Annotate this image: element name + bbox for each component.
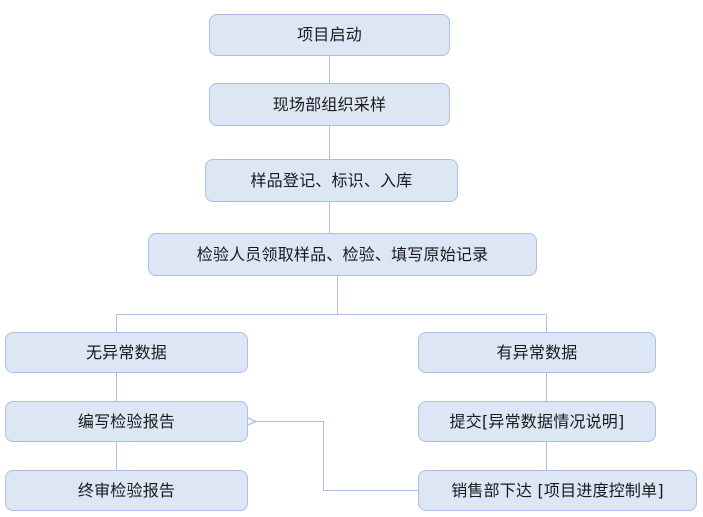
node-no-anomaly-label: 无异常数据 <box>85 342 167 362</box>
node-sample-register-label: 样品登记、标识、入库 <box>250 170 413 190</box>
node-inspection-label: 检验人员领取样品、检验、填写原始记录 <box>196 244 489 264</box>
node-start-label: 项目启动 <box>297 25 362 45</box>
connector-sales-order-to-write-report <box>256 422 418 491</box>
node-submit-anomaly[interactable]: 提交[异常数据情况说明] <box>418 401 656 442</box>
node-sales-order-label: 销售部下达 [项目进度控制单] <box>451 480 664 500</box>
node-write-report-label: 编写检验报告 <box>77 411 176 431</box>
node-sales-order[interactable]: 销售部下达 [项目进度控制单] <box>418 470 697 511</box>
node-final-report[interactable]: 终审检验报告 <box>5 470 248 511</box>
node-has-anomaly[interactable]: 有异常数据 <box>418 332 656 373</box>
node-start[interactable]: 项目启动 <box>209 14 450 56</box>
node-field-sampling[interactable]: 现场部组织采样 <box>209 83 450 126</box>
node-field-sampling-label: 现场部组织采样 <box>272 94 387 114</box>
node-has-anomaly-label: 有异常数据 <box>496 342 578 362</box>
node-sample-register[interactable]: 样品登记、标识、入库 <box>205 159 458 202</box>
node-final-report-label: 终审检验报告 <box>77 480 176 500</box>
node-submit-anomaly-label: 提交[异常数据情况说明] <box>449 411 625 431</box>
node-no-anomaly[interactable]: 无异常数据 <box>5 332 248 373</box>
node-inspection[interactable]: 检验人员领取样品、检验、填写原始记录 <box>148 233 537 276</box>
node-write-report[interactable]: 编写检验报告 <box>5 401 248 442</box>
